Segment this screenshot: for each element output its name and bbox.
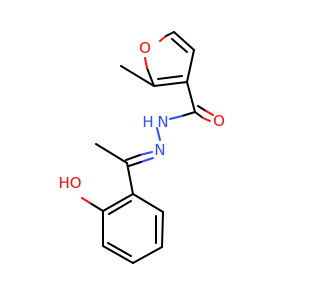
bond-co-1c [194, 111, 204, 119]
bond-oh-o [81, 197, 91, 204]
bond-c5-c4 [173, 31, 195, 51]
bond-c2-o1-c [146, 67, 155, 87]
bond-b4-b5-inner [107, 242, 132, 257]
bond-imine-aryl [126, 162, 134, 195]
bond-c4-c3 [186, 49, 195, 83]
amide-nitrogen-label: N [157, 113, 168, 131]
bond-c3-ccarbonyl [186, 81, 196, 113]
bond-co-1o [202, 117, 211, 122]
furan-oxygen-label: O [139, 39, 151, 57]
molecule-structure: O O N H N HO [58, 31, 225, 264]
bond-nc-1c [125, 154, 141, 161]
hydroxyl-label: HO [58, 174, 81, 192]
benzene-ring [102, 193, 164, 264]
bond-co-2c [197, 105, 207, 112]
bond-nc-2n [140, 157, 154, 163]
bond-c3-c2 [153, 81, 188, 87]
bond-oh-c [89, 202, 104, 212]
bond-imine-methyl [95, 143, 128, 164]
bond-b4-b5 [102, 245, 134, 264]
carbonyl-group [169, 81, 214, 122]
bond-o1-c5 [159, 35, 167, 42]
bond-c3-c2-inner [157, 75, 183, 80]
amide-hydrogen-label: H [142, 113, 153, 131]
bond-cn-c [181, 111, 196, 117]
bond-b2-b3 [161, 211, 164, 248]
bond-c5-c4-inner [171, 38, 188, 53]
bond-o1-c5-c [165, 31, 175, 37]
carbonyl-oxygen-label: O [213, 112, 225, 130]
furan-ring [144, 31, 195, 87]
bond-b1-b2 [132, 193, 164, 213]
bond-b6-b1 [102, 193, 134, 212]
bond-c2-o1-o [144, 57, 148, 69]
bond-co-2o [205, 110, 214, 116]
bond-b3-b4 [132, 246, 163, 264]
bond-b6-b1-inner [108, 200, 132, 215]
imine-group [95, 143, 154, 195]
molecule-canvas: O O N H N HO [58, 31, 225, 264]
bond-nc-1n [139, 151, 153, 156]
bond-n-n [156, 127, 161, 141]
imine-nitrogen-label: N [154, 141, 165, 159]
bond-methyl [120, 65, 155, 87]
bond-nc-2c [128, 161, 142, 167]
bond-cn-n [169, 115, 183, 120]
